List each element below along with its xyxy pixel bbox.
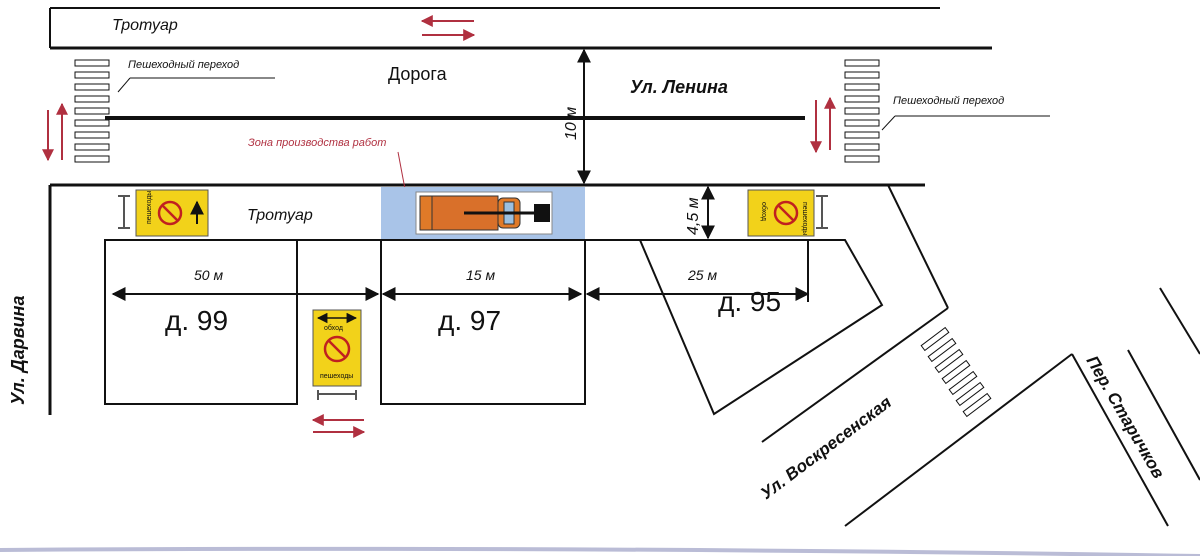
- building-99: [104, 239, 298, 405]
- work-zone-label: Зона производства работ: [248, 137, 386, 149]
- frame-edge: [0, 546, 1200, 556]
- voskresenskaya-street: [761, 184, 1073, 527]
- crosswalk-right-label: Пешеходный переход: [893, 95, 1004, 107]
- crosswalk-left-label: Пешеходный переход: [128, 59, 239, 71]
- road-edge: [48, 183, 925, 415]
- sidewalk-top-label: Тротуар: [112, 17, 178, 34]
- detour-sign-right: обход пешеходы: [747, 189, 828, 237]
- crosswalk-voskresenskaya: [920, 326, 992, 418]
- crosswalk-right-leader: [881, 115, 896, 131]
- sidewalk-bottom-label: Тротуар: [247, 207, 313, 224]
- detour-sign-middle: обход пешеходы: [312, 309, 362, 400]
- svg-text:пешеходы: пешеходы: [801, 202, 808, 235]
- building-95: [638, 239, 884, 416]
- sign-middle-arrows: [311, 414, 366, 438]
- crosswalk-left-leader: [117, 77, 131, 93]
- top-sidewalk: [49, 7, 992, 50]
- dist-50-label: 50 м: [194, 267, 223, 283]
- street-lenina-label: Ул. Ленина: [630, 77, 728, 97]
- crosswalk-left: [74, 59, 110, 163]
- lane-starichkov-label: Пер. Старичков: [1083, 353, 1169, 482]
- dist-15-label: 15 м: [466, 267, 495, 283]
- starichkov-lane: [1071, 287, 1200, 527]
- svg-text:пешеходы: пешеходы: [320, 373, 353, 380]
- detour-sign-left: пешеходы: [118, 189, 209, 237]
- street-darwina-label: Ул. Дарвина: [8, 296, 28, 405]
- house-97-label: д. 97: [438, 305, 501, 336]
- road-label: Дорога: [388, 64, 448, 84]
- building-97: [380, 239, 586, 405]
- street-voskresenskaya-label: Ул. Воскресенская: [757, 393, 895, 504]
- house-95-label: д. 95: [718, 286, 781, 317]
- house-99-label: д. 99: [165, 305, 228, 336]
- svg-text:обход: обход: [760, 202, 768, 221]
- sidewalk-top-arrows: [420, 15, 476, 41]
- sidewalk-width-label: 4,5 м: [685, 197, 702, 235]
- truck-icon: [419, 195, 550, 231]
- crosswalk-right-arrows: [810, 96, 836, 154]
- svg-text:пешеходы: пешеходы: [146, 191, 153, 224]
- crosswalk-left-arrows: [42, 102, 68, 162]
- svg-text:обход: обход: [324, 324, 343, 332]
- road-width-label: 10 м: [563, 107, 580, 140]
- dist-25-label: 25 м: [687, 267, 717, 283]
- crosswalk-right: [844, 59, 880, 163]
